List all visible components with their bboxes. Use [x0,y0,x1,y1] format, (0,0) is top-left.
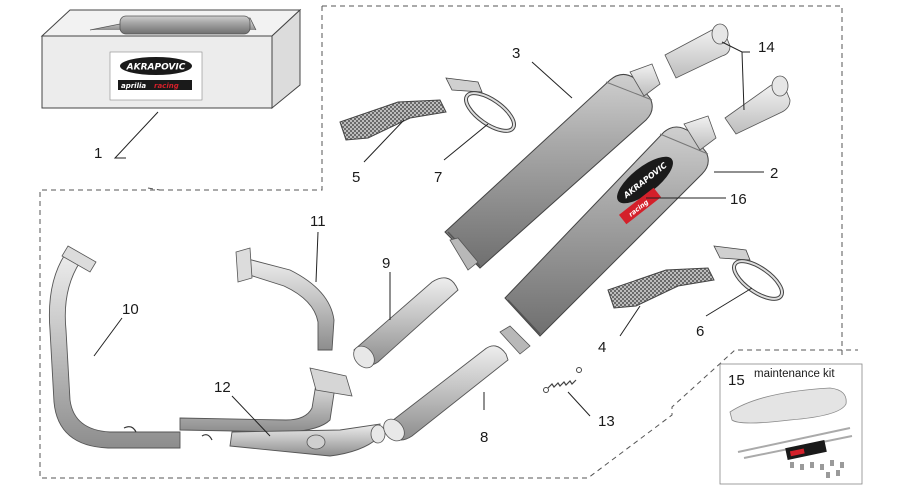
callout-numbers: 1 2 3 4 5 6 7 8 9 10 11 12 13 14 15 16 [94,39,778,446]
carbon-bracket-4 [607,267,715,309]
callout-5: 5 [352,169,360,186]
spring-13 [543,367,582,393]
packaging-box: AKRAPOVIC aprilia racing [40,8,302,110]
box-logo-aprilia: aprilia [121,82,146,90]
callout-15: 15 [728,372,745,389]
clamp-6 [713,245,784,301]
callout-9: 9 [382,255,390,272]
callout-8: 8 [480,429,488,446]
callout-1: 1 [94,145,102,162]
muffler-2: AKRAPOVIC racing [499,115,717,355]
callout-14: 14 [758,39,775,56]
callout-10: 10 [122,301,139,318]
maintenance-kit-title: maintenance kit [754,368,835,380]
maintenance-kit-15: maintenance kit [719,363,863,485]
collector-12 [179,367,386,457]
pipe-8 [383,345,509,442]
callout-6: 6 [696,323,704,340]
pipe-11 [235,247,335,351]
callout-2: 2 [770,165,778,182]
callout-7: 7 [434,169,442,186]
callout-3: 3 [512,45,520,62]
end-caps-14 [664,23,791,135]
callout-11: 11 [310,213,326,230]
box-logo-racing: racing [154,82,179,90]
dashed-group-outlines [39,5,858,479]
leader-lines [93,41,764,437]
carbon-bracket-5 [339,99,447,141]
callout-4: 4 [598,339,606,356]
link-pipe-9 [353,277,459,369]
callout-13: 13 [598,413,615,430]
box-logo-akrapovic: AKRAPOVIC [126,63,186,73]
muffler-3 [444,63,661,271]
callout-16: 16 [730,191,747,208]
header-pipe-10 [48,245,181,449]
clamp-7 [445,77,516,133]
callout-12: 12 [214,379,231,396]
